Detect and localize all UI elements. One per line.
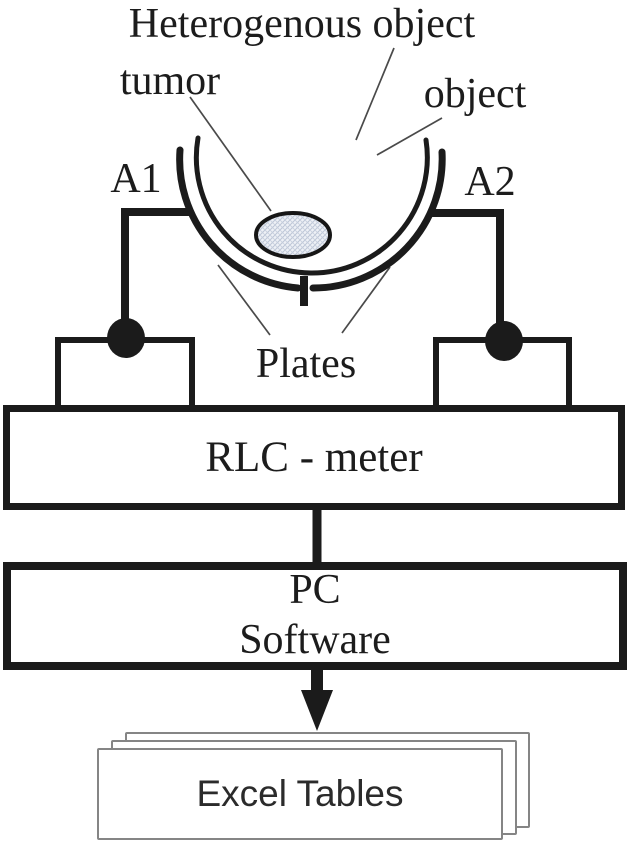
plates-label: Plates [255,341,357,387]
plate-arc-left [176,146,302,292]
plate-arc-right [309,148,446,292]
leader-heterogenous-object [355,47,395,141]
object-bowl-arc [193,135,430,276]
object-label: object [423,71,527,117]
leader-lines [189,47,443,336]
terminal-box-left [55,337,195,411]
pc-label: PC [289,567,341,614]
pc-software-box: PC Software [3,562,627,670]
rlc-meter-box: RLC - meter [3,405,625,510]
excel-tables-label: Excel Tables [196,773,404,814]
software-label: Software [239,617,391,663]
leader-plates-right [341,266,391,334]
terminal-box-right [433,337,572,411]
rlc-meter-label: RLC - meter [205,434,423,481]
leader-plates-left [217,264,271,336]
leader-tumor [189,96,272,212]
tumor-ellipse [254,211,332,259]
leader-object [376,117,443,156]
wire-right [431,209,504,334]
wire-left [121,208,193,332]
excel-page-front: Excel Tables [97,748,503,840]
electrode-a1-label: A1 [110,156,162,202]
tumor-label: tumor [119,58,221,104]
electrode-a2-label: A2 [464,159,516,205]
arrow-head [301,690,333,731]
diagram-title: Heterogenous object [128,1,476,47]
